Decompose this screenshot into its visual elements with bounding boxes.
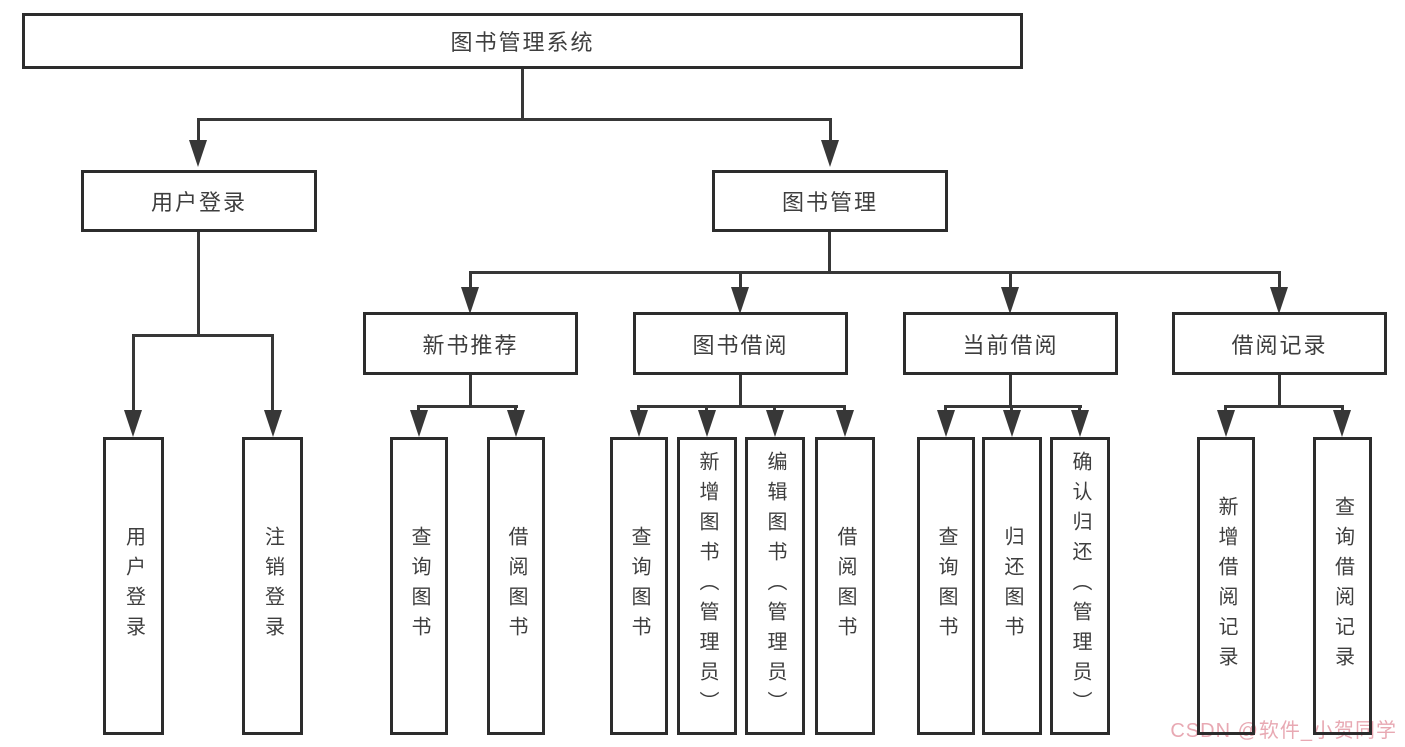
arrowhead-down — [507, 410, 525, 437]
connector-new-books-drop — [469, 271, 472, 289]
node-label: 新增借阅记录 — [1215, 496, 1237, 676]
connector-book-borrow-rail — [637, 405, 846, 408]
connector-current-borrow-stem — [1009, 375, 1012, 408]
node-label: 借阅图书 — [834, 526, 856, 646]
node-label: 新增图书（管理员） — [696, 451, 718, 721]
node-label: 归还图书 — [1001, 526, 1023, 646]
leaf-borrow-book: 借阅图书 — [815, 437, 875, 735]
node-label: 编辑图书（管理员） — [764, 451, 786, 721]
connector-user-login-stem — [197, 232, 200, 337]
arrowhead-down — [1217, 410, 1235, 437]
leaf-confirm-return-admin: 确认归还（管理员） — [1050, 437, 1110, 735]
leaf-add-borrow-record: 新增借阅记录 — [1197, 437, 1255, 735]
node-label: 用户登录 — [122, 526, 145, 646]
leaf-query-borrow-record: 查询借阅记录 — [1313, 437, 1372, 735]
leaf-borrow-query-book: 查询图书 — [610, 437, 668, 735]
connector-leaf-drop — [773, 405, 776, 413]
connector-leaf-drop — [1224, 405, 1227, 413]
leaf-logout: 注销登录 — [242, 437, 303, 735]
node-label: 当前借阅 — [962, 332, 1059, 358]
connector-book-borrow-drop — [739, 271, 742, 289]
connector-book-borrow-stem — [739, 375, 742, 408]
arrowhead-down — [1001, 287, 1019, 314]
arrowhead-down — [124, 410, 142, 437]
connector-level3-rail — [469, 271, 1281, 274]
node-label: 查询图书 — [628, 526, 650, 646]
node-borrow-records: 借阅记录 — [1172, 312, 1387, 375]
connector-book-mgmt-stem — [828, 232, 831, 274]
connector-root-stem — [521, 69, 524, 120]
arrowhead-down — [731, 287, 749, 314]
node-label: 图书管理系统 — [450, 30, 595, 55]
leaf-user-login: 用户登录 — [103, 437, 164, 735]
arrowhead-down — [1333, 410, 1351, 437]
node-label: 注销登录 — [261, 526, 284, 646]
connector-user-login-drop — [197, 118, 200, 142]
connector-user-login-rail — [132, 334, 274, 337]
leaf-newbooks-query-book: 查询图书 — [390, 437, 448, 735]
connector-leaf-drop — [1010, 405, 1013, 413]
arrowhead-down — [630, 410, 648, 437]
arrowhead-down — [1071, 410, 1089, 437]
node-label: 查询图书 — [408, 526, 430, 646]
node-book-borrow: 图书借阅 — [633, 312, 848, 375]
connector-leaf-drop — [514, 405, 517, 413]
node-user-login: 用户登录 — [81, 170, 317, 232]
node-label: 图书借阅 — [692, 332, 789, 358]
connector-borrow-records-stem — [1278, 375, 1281, 408]
node-label: 借阅记录 — [1231, 332, 1328, 358]
node-label: 借阅图书 — [505, 526, 527, 646]
arrowhead-down — [698, 410, 716, 437]
arrowhead-down — [1270, 287, 1288, 314]
node-label: 用户登录 — [150, 190, 247, 215]
node-new-book-recommend: 新书推荐 — [363, 312, 578, 375]
connector-current-borrow-drop — [1009, 271, 1012, 289]
node-label: 查询图书 — [935, 526, 957, 646]
arrowhead-down — [937, 410, 955, 437]
connector-leaf-drop — [271, 334, 274, 413]
arrowhead-down — [836, 410, 854, 437]
arrowhead-down — [821, 140, 839, 167]
connector-leaf-drop — [132, 334, 135, 413]
arrowhead-down — [461, 287, 479, 314]
node-label: 确认归还（管理员） — [1069, 451, 1091, 721]
connector-leaf-drop — [1078, 405, 1081, 413]
node-label: 图书管理 — [781, 190, 878, 215]
connector-borrow-records-drop — [1278, 271, 1281, 289]
connector-leaf-drop — [417, 405, 420, 413]
arrowhead-down — [264, 410, 282, 437]
connector-leaf-drop — [705, 405, 708, 413]
connector-current-borrow-rail — [944, 405, 1082, 408]
node-current-borrow: 当前借阅 — [903, 312, 1118, 375]
node-root-library-system: 图书管理系统 — [22, 13, 1023, 69]
connector-level2-rail — [197, 118, 832, 121]
arrowhead-down — [410, 410, 428, 437]
node-label: 查询借阅记录 — [1331, 496, 1354, 676]
arrowhead-down — [1003, 410, 1021, 437]
arrowhead-down — [766, 410, 784, 437]
connector-leaf-drop — [944, 405, 947, 413]
node-label: 新书推荐 — [422, 332, 519, 358]
connector-new-books-stem — [469, 375, 472, 408]
connector-book-mgmt-drop — [829, 118, 832, 142]
connector-borrow-records-rail — [1224, 405, 1344, 408]
arrowhead-down — [189, 140, 207, 167]
node-book-management: 图书管理 — [712, 170, 948, 232]
csdn-watermark: CSDN @软件_小贺同学 — [1170, 720, 1397, 742]
connector-leaf-drop — [1341, 405, 1344, 413]
connector-new-books-rail — [417, 405, 518, 408]
connector-leaf-drop — [843, 405, 846, 413]
leaf-add-book-admin: 新增图书（管理员） — [677, 437, 737, 735]
leaf-newbooks-borrow-book: 借阅图书 — [487, 437, 545, 735]
connector-leaf-drop — [637, 405, 640, 413]
leaf-return-book: 归还图书 — [982, 437, 1042, 735]
leaf-current-query-book: 查询图书 — [917, 437, 975, 735]
leaf-edit-book-admin: 编辑图书（管理员） — [745, 437, 805, 735]
